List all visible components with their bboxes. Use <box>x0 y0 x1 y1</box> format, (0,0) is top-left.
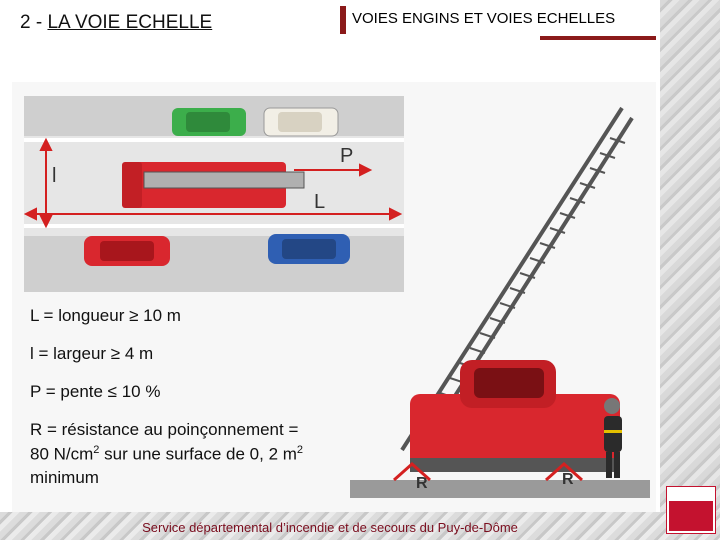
ladder-truck-illustration: R R <box>350 106 650 498</box>
formula-resistance: R = résistance au poinçonnement = <box>30 420 299 439</box>
slide-number: 2 - <box>20 12 43 33</box>
firefighter-icon <box>604 398 622 478</box>
section-header: VOIES ENGINS ET VOIES ECHELLES <box>340 6 656 40</box>
slide-title: 2 - LA VOIE ECHELLE <box>20 12 212 34</box>
metal-texture-right <box>660 0 720 540</box>
resistance-label-left: R <box>416 475 428 492</box>
length-label: L <box>314 191 325 213</box>
metal-texture-bottom <box>0 512 720 540</box>
header-accent-bar <box>340 6 346 34</box>
resistance-surface: sur une surface de 0, 2 m <box>99 444 297 464</box>
formula-width: l = largeur ≥ 4 m <box>30 344 154 363</box>
formula-slope: P = pente ≤ 10 % <box>30 382 161 401</box>
green-car-icon <box>172 108 246 136</box>
ground <box>350 480 650 498</box>
superscript-1: 2 <box>93 444 100 456</box>
logo-block <box>669 501 713 531</box>
road-diagram: l P L <box>24 96 404 292</box>
red-car-icon <box>84 236 170 266</box>
resistance-value: 80 N/cm <box>30 444 94 464</box>
white-car-icon <box>263 107 339 137</box>
sdis-logo <box>666 486 716 534</box>
formula-resistance-value: 80 N/cm2 sur une surface de 0, 2 m2 <box>30 444 303 465</box>
logo-top <box>669 489 713 499</box>
fire-truck-topview-icon <box>122 162 305 208</box>
truck-body-icon <box>410 360 620 472</box>
outrigger-right-icon <box>545 461 583 482</box>
header-underline <box>540 36 656 40</box>
width-label: l <box>52 165 56 187</box>
superscript-2: 2 <box>296 444 304 456</box>
length-arrow-icon <box>24 207 403 221</box>
formula-minimum: minimum <box>30 468 99 487</box>
resistance-label-right: R <box>562 471 574 488</box>
slope-arrow-icon <box>294 163 373 177</box>
blue-car-icon <box>268 234 350 264</box>
slope-label: P <box>340 145 353 167</box>
outrigger-left-icon <box>393 461 431 482</box>
slide-title-text: LA VOIE ECHELLE <box>47 12 213 33</box>
width-arrow-icon <box>39 137 53 229</box>
header-text: VOIES ENGINS ET VOIES ECHELLES <box>352 10 616 27</box>
formula-length: L = longueur ≥ 10 m <box>30 306 181 325</box>
footer-text: Service départemental d’incendie et de s… <box>142 520 518 535</box>
